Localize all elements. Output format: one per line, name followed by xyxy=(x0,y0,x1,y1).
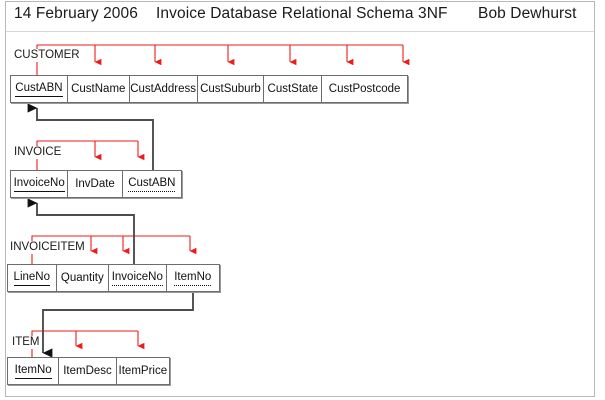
header-divider xyxy=(6,31,594,32)
attribute-row-item: ItemNo ItemDesc ItemPrice xyxy=(7,357,170,385)
entity-label-item: ITEM xyxy=(10,336,42,349)
attribute-row-invoice: InvoiceNo InvDate CustABN xyxy=(10,170,182,198)
header-date: 14 February 2006 xyxy=(14,5,138,22)
attribute-invoiceitem-invoiceno[interactable]: InvoiceNo xyxy=(109,265,167,291)
attribute-custabn[interactable]: CustABN xyxy=(11,76,68,102)
attribute-row-invoiceitem: LineNo Quantity InvoiceNo ItemNo xyxy=(7,264,220,292)
attribute-quantity[interactable]: Quantity xyxy=(56,265,110,291)
entity-label-invoice: INVOICE xyxy=(12,146,64,159)
page-frame xyxy=(5,1,595,397)
attribute-custname[interactable]: CustName xyxy=(67,76,130,102)
attribute-invoice-custabn[interactable]: CustABN xyxy=(122,171,181,197)
page-title: Invoice Database Relational Schema 3NF xyxy=(156,5,448,22)
entity-label-customer: CUSTOMER xyxy=(12,49,82,62)
title-bar: 14 February 2006 Invoice Database Relati… xyxy=(0,5,605,29)
attribute-invoiceitem-itemno[interactable]: ItemNo xyxy=(166,265,219,291)
attribute-item-itemno[interactable]: ItemNo xyxy=(8,358,60,384)
attribute-custaddress[interactable]: CustAddress xyxy=(129,76,198,102)
attribute-lineno[interactable]: LineNo xyxy=(8,265,57,291)
attribute-row-customer: CustABN CustName CustAddress CustSuburb … xyxy=(10,75,408,103)
header-author: Bob Dewhurst xyxy=(478,5,577,22)
entity-label-invoiceitem: INVOICEITEM xyxy=(8,241,87,254)
attribute-itemprice[interactable]: ItemPrice xyxy=(116,358,169,384)
attribute-custpostcode[interactable]: CustPostcode xyxy=(322,76,407,102)
attribute-custstate[interactable]: CustState xyxy=(264,76,323,102)
attribute-invoiceno[interactable]: InvoiceNo xyxy=(11,171,69,197)
attribute-custsuburb[interactable]: CustSuburb xyxy=(197,76,265,102)
attribute-itemdesc[interactable]: ItemDesc xyxy=(59,358,117,384)
attribute-invdate[interactable]: InvDate xyxy=(68,171,123,197)
